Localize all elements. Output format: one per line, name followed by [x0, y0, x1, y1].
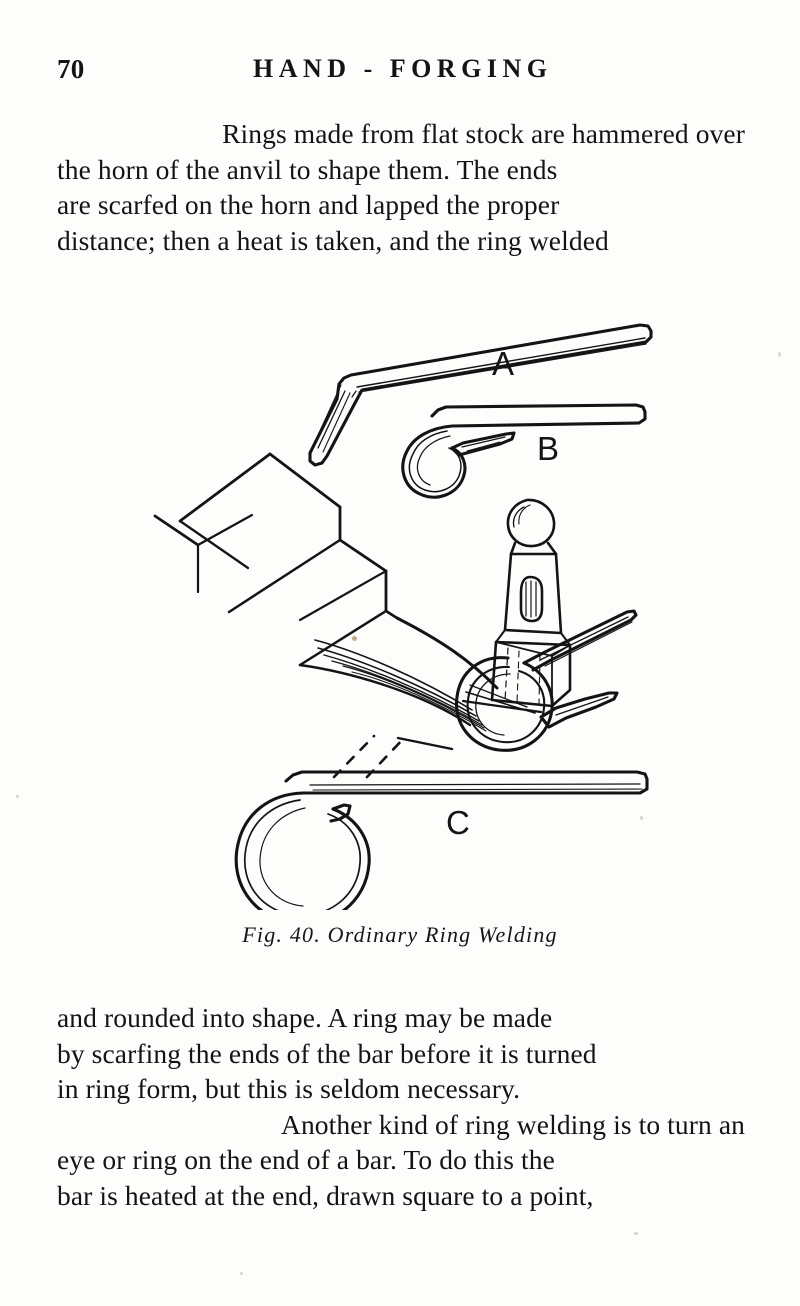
text-line: the horn of the anvil to shape them. The…	[57, 152, 745, 188]
figure-part-bent-bar	[308, 323, 653, 467]
figure-label-b: B	[537, 430, 559, 467]
text-line: bar is heated at the end, drawn square t…	[57, 1178, 745, 1214]
figure-part-hammer	[490, 498, 572, 708]
text-line-content: by scarfing the ends of the bar before i…	[57, 1037, 597, 1069]
running-head: 70 HAND - FORGING	[0, 52, 800, 92]
text-line: eye or ring on the end of a bar. To do t…	[57, 1142, 745, 1178]
text-line-content: the horn of the anvil to shape them. The…	[57, 153, 558, 185]
text-line-content: eye or ring on the end of a bar. To do t…	[57, 1144, 555, 1175]
paragraph-top: Rings made from flat stock are hammered …	[57, 116, 745, 258]
figure-caption: Fig. 40. Ordinary Ring Welding	[242, 922, 558, 947]
paragraph-bottom: and rounded into shape. A ring may be ma…	[57, 1000, 745, 1213]
figure-part-finished-ring	[234, 734, 649, 910]
figure-part-anvil	[153, 452, 499, 751]
page-number: 70	[57, 54, 85, 84]
scan-speck	[778, 352, 781, 357]
scan-speck	[240, 1272, 243, 1275]
text-line: are scarfed on the horn and lapped the p…	[57, 187, 745, 223]
figure-40-illustration: A B	[0, 300, 800, 910]
scan-speck	[16, 795, 19, 798]
figure-label-a: A	[492, 345, 514, 382]
scan-speck	[634, 1232, 638, 1235]
text-line-content: are scarfed on the horn and lapped the p…	[57, 189, 560, 220]
figure-part-ring-on-horn	[454, 609, 638, 752]
text-line-content: bar is heated at the end, drawn square t…	[57, 1179, 594, 1211]
text-line-content: and rounded into shape. A ring may be ma…	[57, 1002, 553, 1033]
scan-speck	[352, 636, 357, 641]
figure-label-c: C	[446, 804, 470, 841]
text-line: Another kind of ring welding is to turn …	[57, 1107, 745, 1143]
text-line: by scarfing the ends of the bar before i…	[57, 1036, 745, 1072]
figure-part-curled-bar	[401, 403, 647, 499]
text-line-content: Rings made from flat stock are hammered …	[222, 118, 745, 149]
scan-speck	[640, 816, 643, 820]
text-line-content: in ring form, but this is seldom necessa…	[57, 1073, 521, 1104]
text-line: distance; then a heat is taken, and the …	[57, 223, 745, 259]
text-line: Rings made from flat stock are hammered …	[57, 116, 745, 152]
text-line-content: distance; then a heat is taken, and the …	[57, 224, 609, 256]
text-line-content: Another kind of ring welding is to turn …	[281, 1108, 745, 1140]
text-line: in ring form, but this is seldom necessa…	[57, 1071, 745, 1107]
text-line: and rounded into shape. A ring may be ma…	[57, 1000, 745, 1036]
running-title: HAND - FORGING	[253, 54, 553, 83]
scan-speck	[132, 246, 135, 250]
